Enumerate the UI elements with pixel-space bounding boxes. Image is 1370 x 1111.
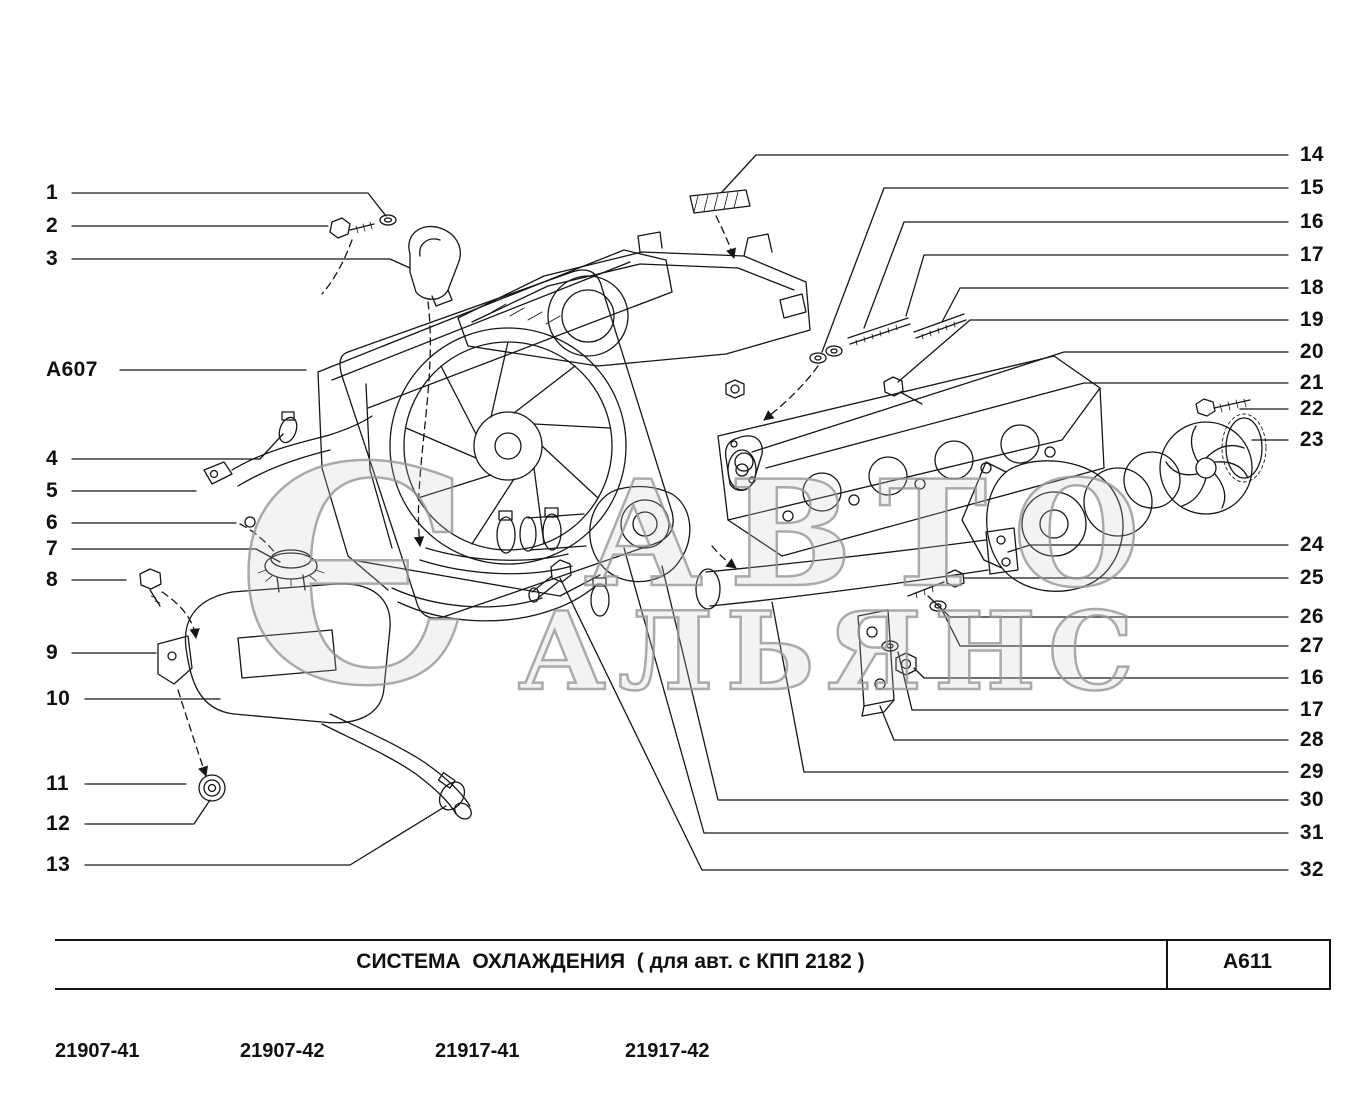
callout-11: 11: [46, 772, 69, 795]
callout-29: 29: [1299, 760, 1324, 783]
bolt-22: [1195, 398, 1251, 417]
callout-31: 31: [1299, 821, 1324, 844]
callout-7: 7: [46, 537, 59, 560]
callout-27: 27: [1299, 634, 1324, 657]
callout-22: 22: [1299, 397, 1324, 420]
thermostat-gasket: [724, 435, 763, 491]
callout-17-b: 17: [1299, 698, 1324, 721]
callout-a607: A607: [46, 358, 98, 381]
callout-17: 17: [1299, 243, 1324, 266]
callout-6: 6: [46, 511, 59, 534]
bolt-2: [329, 217, 375, 239]
callout-8: 8: [46, 568, 59, 591]
bracket-28: [857, 609, 895, 717]
callout-1: 1: [46, 181, 59, 204]
thermostat-housing: [496, 485, 691, 583]
callout-12: 12: [46, 812, 71, 835]
insulation-strip: [689, 189, 751, 214]
callout-2: 2: [46, 214, 59, 237]
callout-20: 20: [1299, 340, 1324, 363]
mount-bracket: [408, 225, 461, 307]
pump-housing: [961, 460, 1153, 592]
upper-hose: [203, 411, 373, 487]
grommet: [198, 774, 226, 802]
radiator-fan-assembly: [317, 249, 674, 619]
bolt-8: [139, 568, 162, 607]
model-number-1: 21907-41: [55, 1040, 140, 1062]
lower-hose: [321, 713, 472, 820]
footer-divider-right: [1329, 939, 1331, 990]
callout-4: 4: [46, 447, 59, 470]
temp-sensor: [528, 559, 572, 603]
leader-lines: [71, 154, 1289, 871]
footer-divider-left: [1166, 939, 1168, 990]
callout-25: 25: [1299, 566, 1324, 589]
callout-28: 28: [1299, 728, 1324, 751]
diagram-code: A611: [1222, 950, 1273, 973]
diagram-title: СИСТЕМА ОХЛАЖДЕНИЯ ( для авт. с КПП 2182…: [356, 950, 865, 973]
callout-16-b: 16: [1299, 666, 1324, 689]
studs-and-washers: [725, 313, 967, 405]
model-number-3: 21917-41: [435, 1040, 520, 1062]
model-number-2: 21907-42: [240, 1040, 325, 1062]
expansion-tank: [157, 516, 391, 724]
footer-top-rule: [55, 939, 1331, 941]
callout-5: 5: [46, 479, 59, 502]
callout-15: 15: [1299, 176, 1324, 199]
washer-1: [379, 214, 397, 226]
callout-30: 30: [1299, 788, 1324, 811]
callout-23: 23: [1299, 428, 1324, 451]
callout-10: 10: [46, 687, 71, 710]
callout-24: 24: [1299, 533, 1324, 556]
callout-32: 32: [1299, 858, 1324, 881]
callout-19: 19: [1299, 308, 1324, 331]
callout-9: 9: [46, 641, 59, 664]
callout-13: 13: [46, 853, 71, 876]
callout-3: 3: [46, 247, 59, 270]
callout-21: 21: [1299, 371, 1324, 394]
model-number-4: 21917-42: [625, 1040, 710, 1062]
cylinder-head: [717, 355, 1105, 557]
callout-26: 26: [1299, 605, 1324, 628]
dashed-guides: [161, 215, 819, 777]
callout-18: 18: [1299, 276, 1324, 299]
callout-14: 14: [1299, 143, 1324, 166]
outlet-pipe: [695, 527, 1019, 610]
callout-16: 16: [1299, 210, 1324, 233]
middle-hoses: [391, 547, 610, 622]
heater-assembly: [457, 231, 811, 367]
footer-bottom-rule: [55, 988, 1331, 990]
water-pump: [1123, 413, 1267, 515]
fastener-cluster: [881, 569, 965, 676]
